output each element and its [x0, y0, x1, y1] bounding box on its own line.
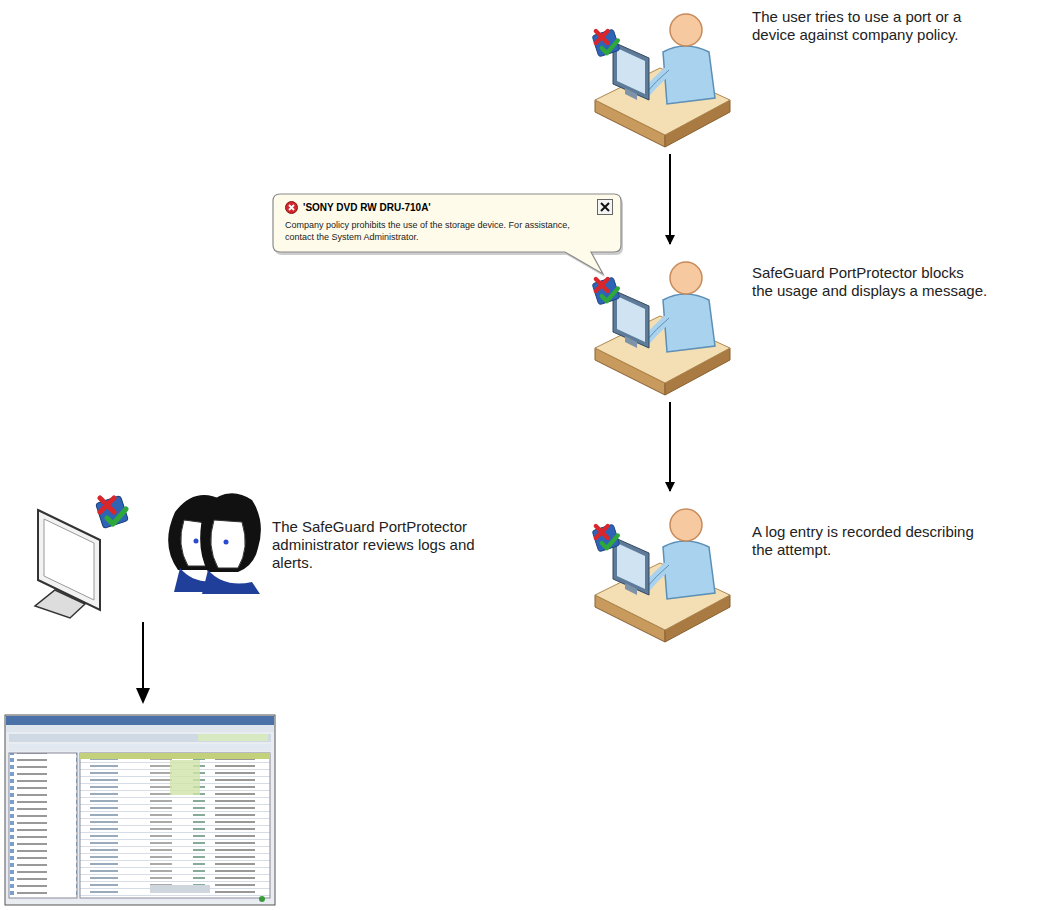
- step-description: The SafeGuard PortProtector administrato…: [272, 518, 508, 572]
- step-description: SafeGuard PortProtector blocks the usage…: [752, 264, 988, 300]
- error-icon: [285, 201, 298, 214]
- flow-arrow: [669, 154, 671, 244]
- console-screenshot: [5, 715, 275, 905]
- step-box: The user tries to use a port or a device…: [580, 0, 1042, 150]
- flow-arrow: [669, 402, 671, 491]
- arrow-to-screenshot: [136, 622, 150, 704]
- bubble-outline: [273, 194, 621, 274]
- step-box: A log entry is recorded describing the a…: [580, 495, 1042, 645]
- message-title: 'SONY DVD RW DRU-710A': [285, 201, 591, 214]
- close-button: [597, 199, 613, 215]
- message-bubble: 'SONY DVD RW DRU-710A' Company policy pro…: [273, 194, 621, 252]
- step-description: A log entry is recorded describing the a…: [752, 523, 988, 559]
- step-box: SafeGuard PortProtector blocks the usage…: [580, 248, 1042, 398]
- administrator-icon: [35, 493, 261, 618]
- message-body: Company policy prohibits the use of the …: [285, 219, 591, 243]
- step-box: The SafeGuard PortProtector administrato…: [25, 488, 525, 618]
- step-description: The user tries to use a port or a device…: [752, 8, 988, 44]
